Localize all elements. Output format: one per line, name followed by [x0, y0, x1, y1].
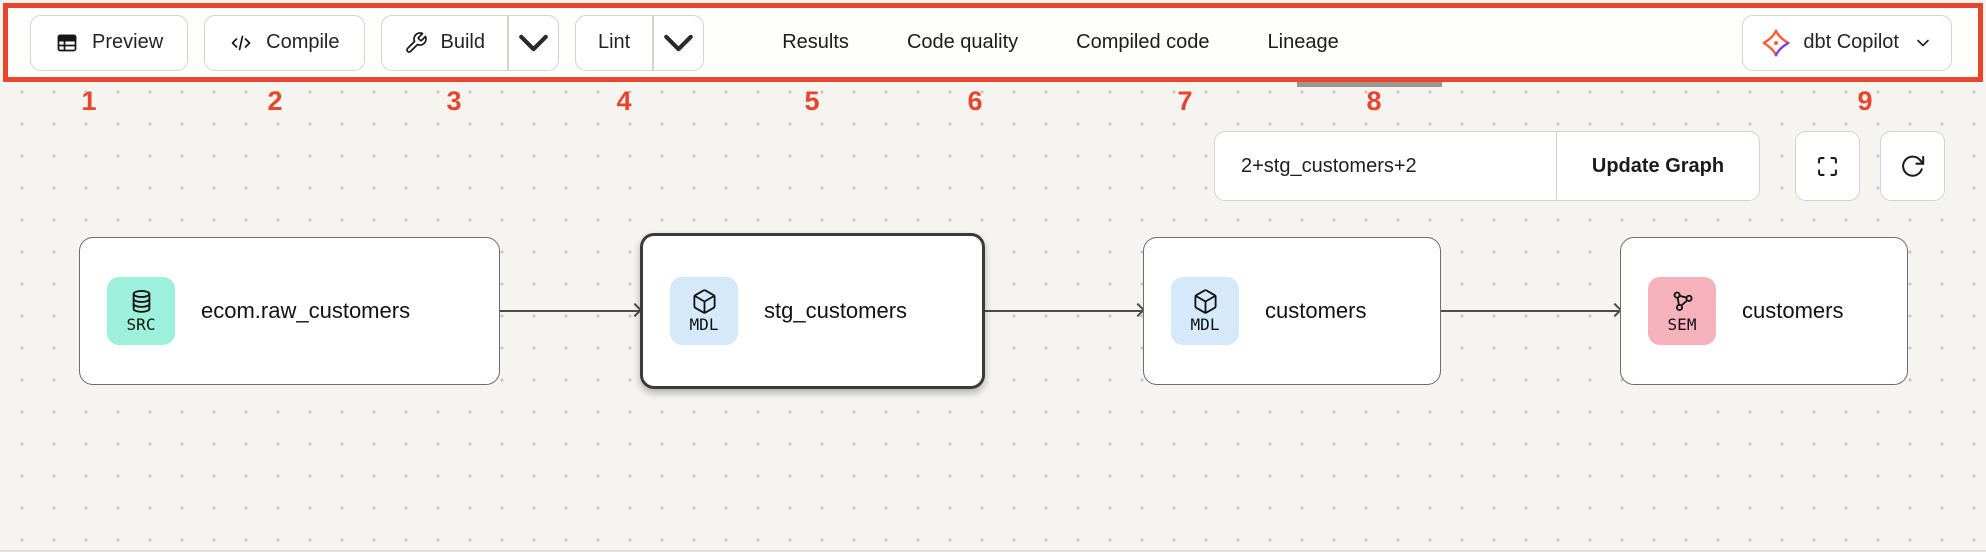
lint-button[interactable]: Lint	[576, 16, 652, 70]
result-tabs: Results Code quality Compiled code Lineage	[782, 31, 1339, 54]
wrench-icon	[404, 31, 428, 55]
lineage-edge	[985, 302, 1146, 318]
fullscreen-icon	[1814, 153, 1841, 180]
build-split-button: Build	[380, 14, 559, 71]
tab-results[interactable]: Results	[782, 31, 849, 53]
compile-button-label: Compile	[266, 31, 340, 53]
build-button-label: Build	[440, 31, 485, 53]
code-icon	[229, 31, 253, 55]
node-type-badge: SEM	[1648, 277, 1716, 345]
preview-button-label: Preview	[92, 31, 164, 53]
update-graph-button[interactable]: Update Graph	[1591, 154, 1725, 177]
refresh-icon	[1899, 153, 1926, 180]
node-type-badge: SRC	[107, 277, 175, 345]
lineage-node[interactable]: SRC ecom.raw_customers	[79, 237, 500, 385]
dbt-copilot-label: dbt Copilot	[1803, 31, 1899, 53]
table-icon	[55, 31, 79, 55]
lint-split-button: Lint	[574, 14, 705, 71]
build-dropdown-button[interactable]	[506, 15, 558, 70]
annotation-number: 1	[81, 86, 97, 116]
node-label: customers	[1742, 298, 1844, 323]
annotation-highlight-box: Preview Compile Build Lint Results Code q…	[3, 3, 1983, 82]
annotation-number: 3	[446, 86, 462, 116]
cube-icon	[691, 288, 718, 315]
chevron-down-icon	[507, 15, 558, 70]
annotation-number: 4	[616, 86, 632, 116]
tab-lineage[interactable]: Lineage	[1267, 31, 1339, 53]
database-icon	[128, 288, 155, 315]
lineage-selector-input[interactable]	[1215, 132, 1557, 200]
node-label: ecom.raw_customers	[201, 298, 411, 323]
bottom-divider	[0, 550, 1986, 552]
tab-code-quality[interactable]: Code quality	[906, 31, 1019, 53]
node-type-badge: MDL	[1171, 277, 1239, 345]
active-tab-indicator	[1297, 82, 1442, 87]
annotation-number: 9	[1857, 86, 1873, 116]
preview-button[interactable]: Preview	[30, 14, 189, 71]
node-label: customers	[1265, 298, 1367, 323]
node-type-badge: MDL	[670, 277, 738, 345]
lint-dropdown-button[interactable]	[652, 15, 703, 70]
chevron-down-icon	[1913, 33, 1933, 53]
fullscreen-button[interactable]	[1795, 131, 1860, 201]
semantic-icon	[1669, 288, 1696, 315]
lineage-node[interactable]: SEM customers	[1620, 237, 1908, 385]
lineage-edge	[500, 302, 643, 318]
lineage-node[interactable]: MDL stg_customers	[640, 233, 985, 389]
lineage-selector-group: Update Graph	[1214, 131, 1760, 201]
annotation-number: 5	[804, 86, 820, 116]
chevron-down-icon	[653, 15, 703, 70]
compile-button[interactable]: Compile	[204, 14, 365, 71]
dbt-copilot-button[interactable]: dbt Copilot	[1742, 14, 1952, 71]
annotation-number: 8	[1366, 86, 1382, 116]
cube-icon	[1192, 288, 1219, 315]
annotation-number: 6	[967, 86, 983, 116]
lineage-node[interactable]: MDL customers	[1143, 237, 1441, 385]
lint-button-label: Lint	[597, 31, 631, 53]
node-label: stg_customers	[764, 298, 908, 323]
tab-compiled-code[interactable]: Compiled code	[1076, 31, 1210, 53]
annotation-number: 2	[267, 86, 283, 116]
refresh-graph-button[interactable]	[1880, 131, 1945, 201]
lineage-edge	[1441, 302, 1623, 318]
dbt-logo-icon	[1761, 28, 1791, 58]
annotation-number: 7	[1177, 86, 1193, 116]
build-button[interactable]: Build	[382, 16, 507, 70]
